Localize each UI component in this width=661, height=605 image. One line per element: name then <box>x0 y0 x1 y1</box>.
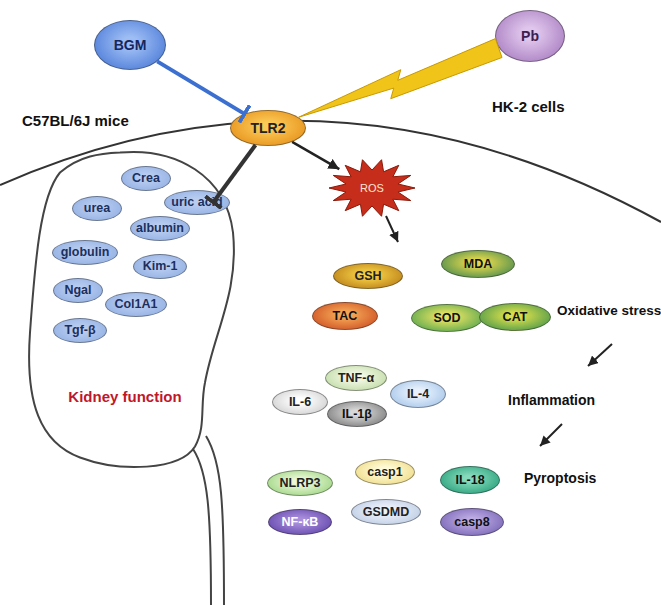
node-label: IL-1β <box>342 407 372 421</box>
receptor-oval: TLR2 <box>230 110 306 146</box>
node-label: ROS <box>360 182 384 194</box>
node-label: uric acid <box>171 195 222 209</box>
marker-oval: Tgf-β <box>53 318 107 343</box>
node-label: casp1 <box>367 465 402 479</box>
node-label: Ngal <box>64 283 91 297</box>
node-label: SOD <box>433 311 460 325</box>
pb-circle: Pb <box>495 10 565 62</box>
bgm-circle: BGM <box>94 20 166 70</box>
starburst-shape <box>329 160 415 217</box>
pyroptosis-oval: IL-18 <box>440 466 500 494</box>
marker-oval: uric acid <box>164 190 230 215</box>
stress-oval: TAC <box>312 302 378 330</box>
node-label: IL-18 <box>455 473 484 487</box>
stage-label: Oxidative stress <box>557 303 661 318</box>
node-label: NF-κB <box>282 515 319 529</box>
cytokine-oval: TNF-α <box>325 365 387 391</box>
pyroptosis-oval: GSDMD <box>351 499 421 525</box>
pyroptosis-oval: casp1 <box>355 459 415 485</box>
node-label: TLR2 <box>251 120 286 136</box>
pyroptosis-oval: NF-κB <box>268 509 332 535</box>
stress-oval: CAT <box>479 303 551 331</box>
flow-arrow <box>540 424 562 446</box>
flow-arrow <box>386 216 398 242</box>
stress-oval: MDA <box>441 250 515 278</box>
marker-oval: Col1A1 <box>105 292 167 317</box>
pyroptosis-oval: NLRP3 <box>267 470 333 496</box>
node-label: BGM <box>114 37 147 53</box>
cytokine-oval: IL-1β <box>327 401 387 427</box>
marker-oval: Kim-1 <box>133 254 187 279</box>
stress-oval: SOD <box>411 304 483 332</box>
marker-oval: Ngal <box>53 278 103 303</box>
marker-oval: globulin <box>52 240 118 265</box>
model-label: C57BL/6J mice <box>22 112 129 129</box>
ros-burst: ROS <box>329 159 415 217</box>
node-label: IL-6 <box>289 395 311 409</box>
node-label: albumin <box>136 221 184 235</box>
cytokine-oval: IL-6 <box>272 389 328 415</box>
node-label: Kim-1 <box>143 259 178 273</box>
inhibition-line <box>157 61 244 113</box>
node-label: MDA <box>464 257 492 271</box>
node-label: GSH <box>354 269 381 283</box>
node-label: Pb <box>521 28 539 44</box>
kidney-organ: Kidney function Crea urea uric acid albumin g… <box>28 148 240 473</box>
activation-arrow <box>292 142 339 169</box>
pyroptosis-oval: casp8 <box>440 508 504 536</box>
model-label: HK-2 cells <box>492 98 565 115</box>
node-label: Tgf-β <box>64 323 95 337</box>
node-label: TAC <box>333 309 358 323</box>
stage-label: Pyroptosis <box>524 470 596 486</box>
node-label: globulin <box>61 245 110 259</box>
node-label: Crea <box>132 171 160 185</box>
cytokine-oval: IL-4 <box>390 380 446 408</box>
marker-oval: albumin <box>130 216 190 241</box>
node-label: NLRP3 <box>280 476 321 490</box>
node-label: casp8 <box>454 515 489 529</box>
node-label: Col1A1 <box>114 297 157 311</box>
node-label: CAT <box>503 310 528 324</box>
organ-label: Kidney function <box>50 388 200 405</box>
marker-oval: Crea <box>121 166 171 191</box>
node-label: GSDMD <box>363 505 410 519</box>
node-label: urea <box>84 201 110 215</box>
kidney-shape <box>29 151 234 466</box>
node-label: IL-4 <box>407 387 429 401</box>
ureter-inner <box>193 449 211 605</box>
lightning-bolt <box>299 39 502 118</box>
flow-arrow <box>588 344 612 366</box>
stress-oval: GSH <box>333 263 403 289</box>
node-label: TNF-α <box>338 371 374 385</box>
marker-oval: urea <box>72 196 122 221</box>
stage-label: Inflammation <box>508 392 595 408</box>
